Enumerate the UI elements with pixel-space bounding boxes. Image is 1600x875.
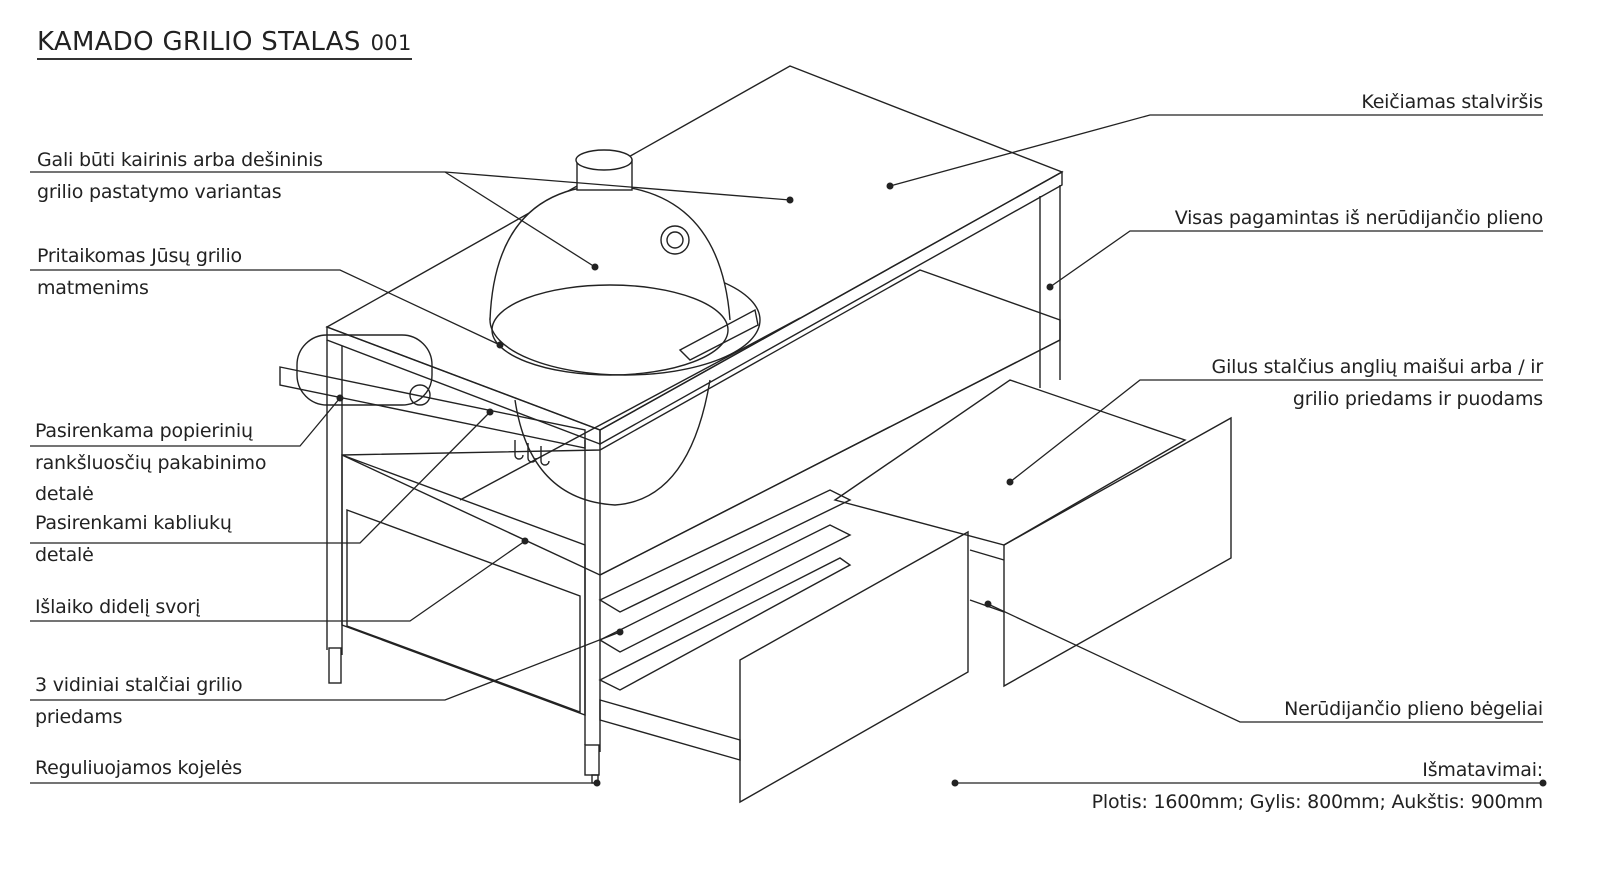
label-deep-drawer-line1: Gilus stalčius anglių maišui arba / ir: [1211, 356, 1544, 378]
label-inner-drawers-line2: priedams: [35, 706, 123, 728]
deep-drawer: [833, 379, 1232, 688]
page-title: KAMADO GRILIO STALAS 001: [37, 27, 412, 60]
dimensions-heading: Išmatavimai:: [1422, 759, 1543, 781]
label-heavy-load: Išlaiko didelį svorį: [35, 596, 201, 618]
title-text: KAMADO GRILIO STALAS: [37, 27, 361, 57]
label-stainless-steel: Visas pagamintas iš nerūdijančio plieno: [1174, 207, 1543, 229]
label-paper-towel-line2: rankšluosčių pakabinimo: [35, 452, 267, 474]
paper-towel-holder: [279, 334, 586, 449]
kamado-grill: [489, 149, 761, 506]
label-grill-placement-line2: grilio pastatymo variantas: [37, 181, 282, 203]
label-grill-placement-line1: Gali būti kairinis arba dešininis: [37, 149, 323, 171]
label-inner-drawers-line1: 3 vidiniai stalčiai grilio: [35, 674, 243, 696]
label-adaptable-line1: Pritaikomas Jūsų grilio: [37, 245, 242, 267]
label-hooks-line2: detalė: [35, 544, 94, 566]
label-adjustable-feet: Reguliuojamos kojelės: [35, 757, 242, 779]
label-rails: Nerūdijančio plieno bėgeliai: [1284, 698, 1543, 720]
label-replaceable-top: Keičiamas stalviršis: [1361, 91, 1543, 113]
title-code: 001: [370, 31, 412, 55]
hooks: [514, 440, 550, 466]
label-deep-drawer-line2: grilio priedams ir puodams: [1292, 388, 1543, 410]
label-paper-towel-line1: Pasirenkama popierinių: [35, 420, 253, 442]
internal-drawers: [598, 489, 969, 804]
label-paper-towel-line3: detalė: [35, 483, 94, 505]
label-adaptable-line2: matmenims: [37, 277, 149, 299]
dimensions-values: Plotis: 1600mm; Gylis: 800mm; Aukštis: 9…: [1091, 791, 1544, 813]
label-hooks-line1: Pasirenkami kabliukų: [35, 512, 232, 534]
